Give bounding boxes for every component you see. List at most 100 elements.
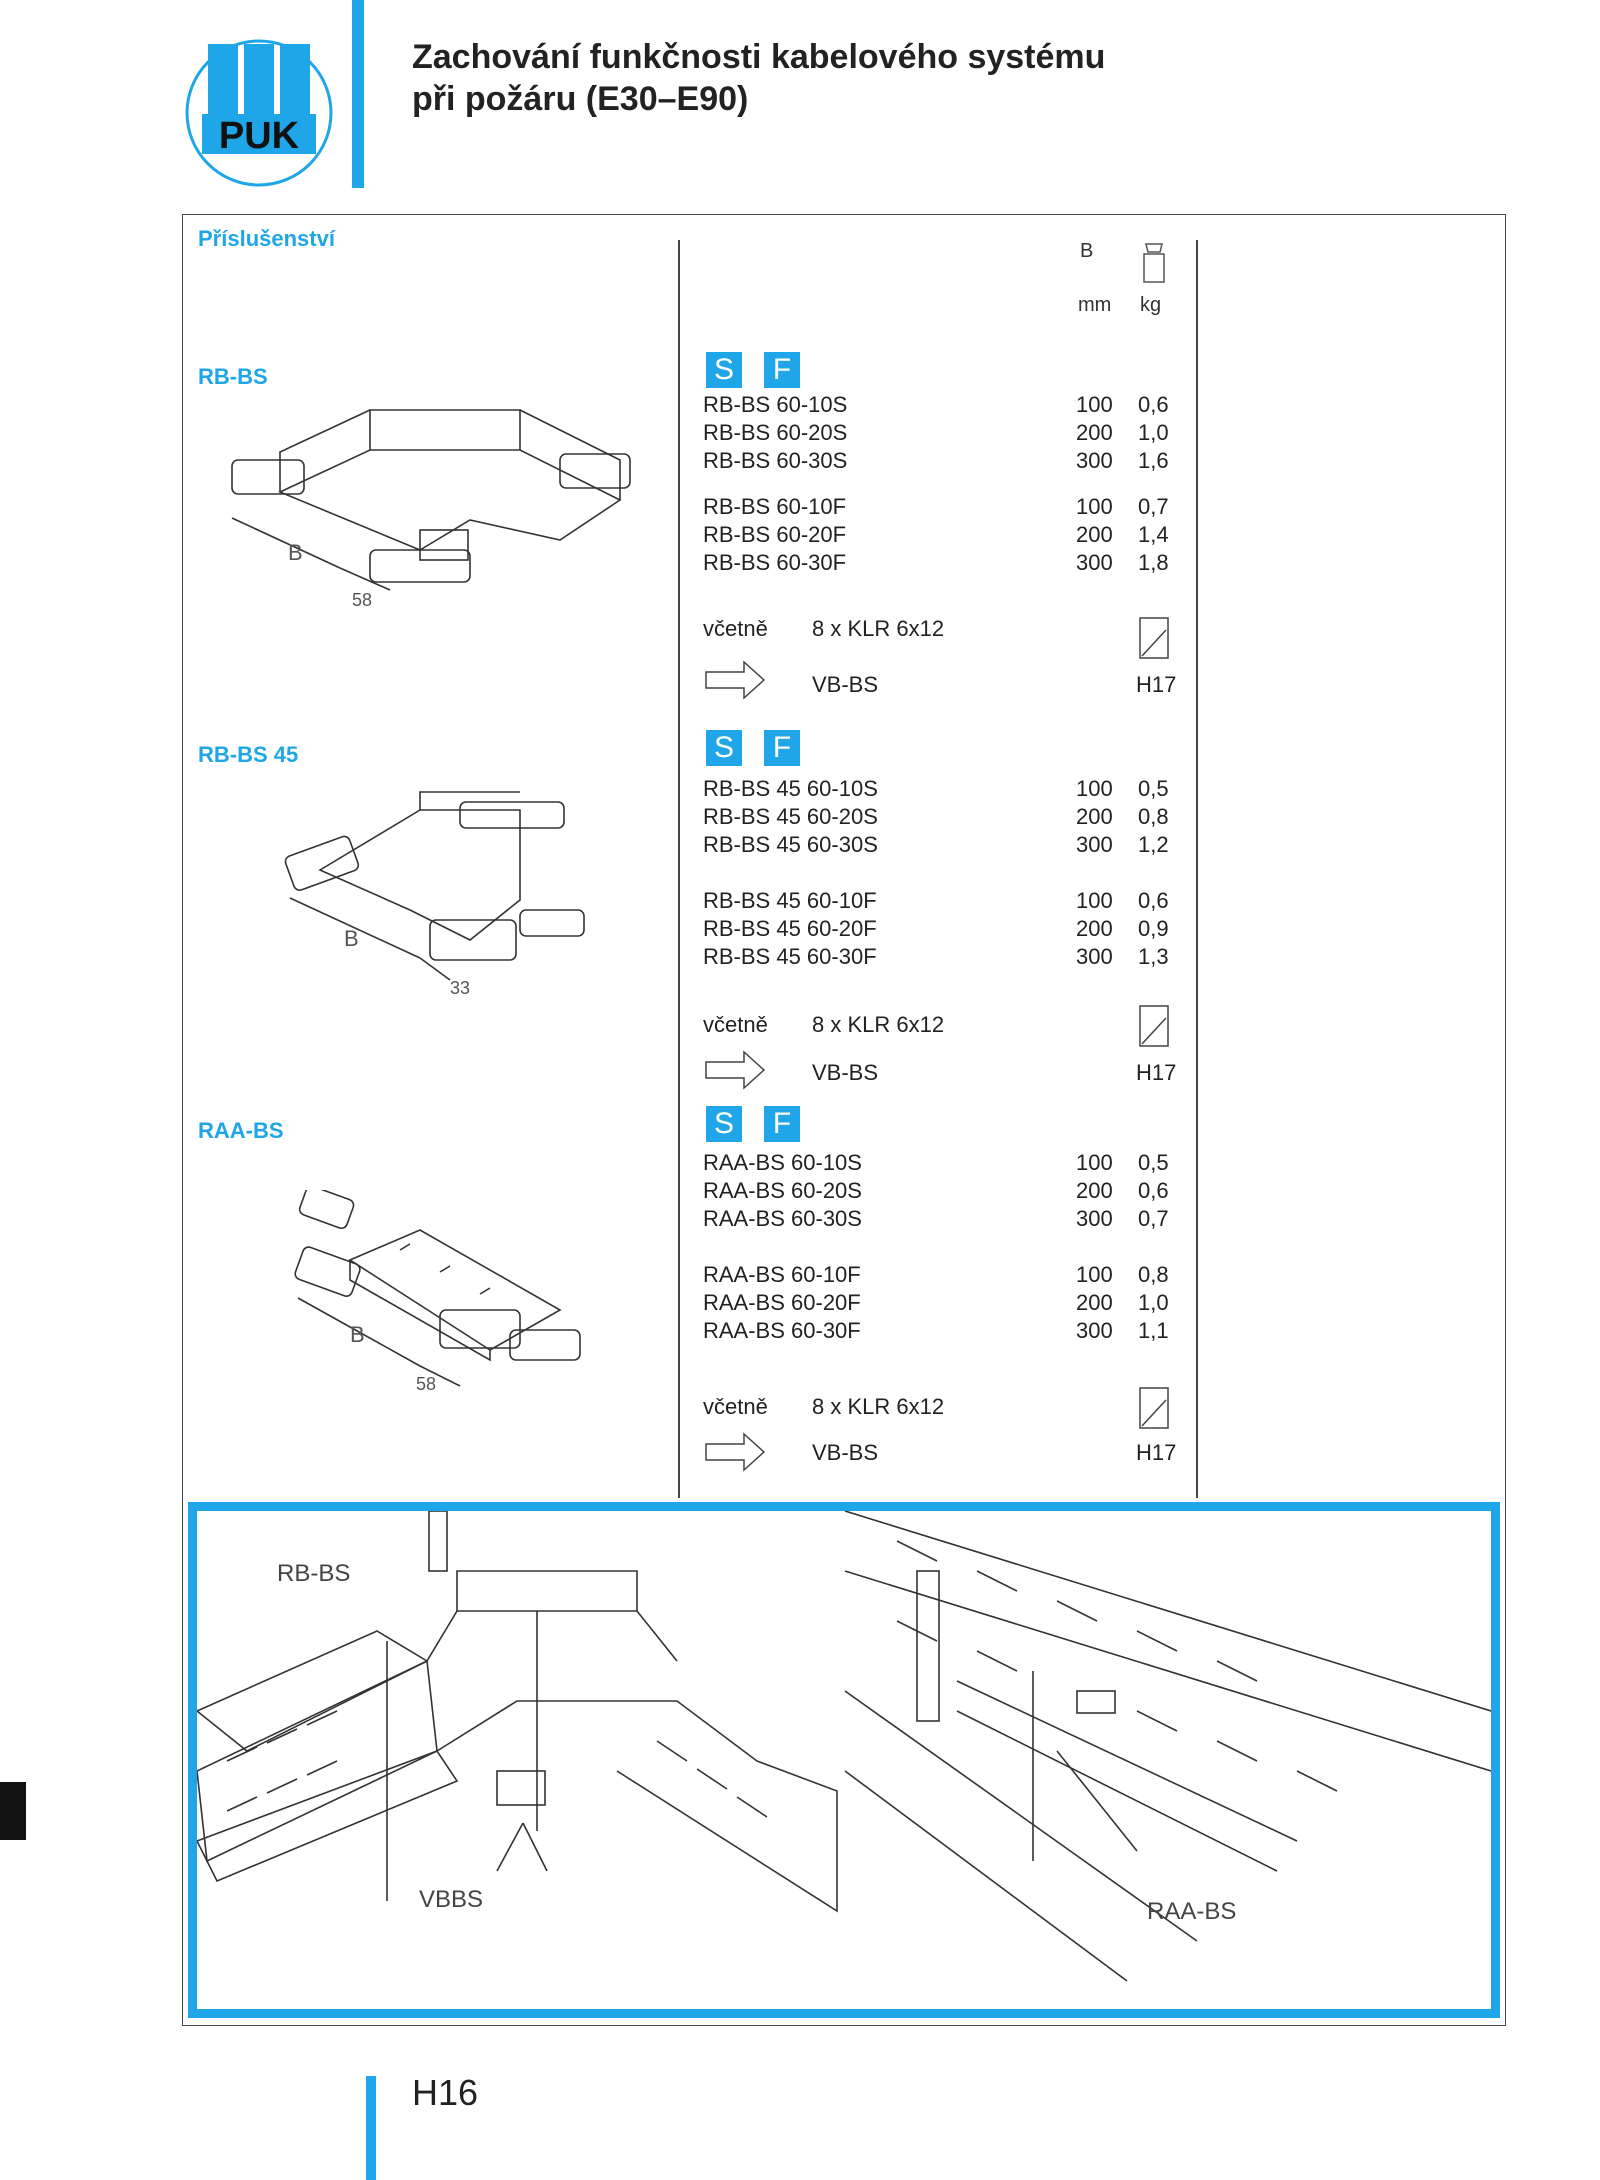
arrow-right-icon [705,1432,766,1472]
badge-s: S [706,1106,742,1142]
arrow-right-icon [705,1050,766,1090]
row-kg: 0,8 [1138,804,1169,829]
row-kg: 0,7 [1138,494,1169,519]
ref-page: H17 [1136,1440,1177,1465]
ref-code: VB-BS [812,672,879,697]
badge-s: S [706,352,742,388]
row-kg: 0,5 [1138,1150,1169,1175]
row-code: RAA-BS 60-10S [703,1150,862,1175]
page-title: Zachování funkčnosti kabelového systému … [412,36,1105,120]
row-b: 300 [1076,1318,1113,1343]
row-kg: 1,1 [1138,1318,1169,1343]
row-b: 200 [1076,916,1113,941]
product-name-rb-bs: RB-BS [198,364,268,389]
product-table-frame [182,214,1506,2026]
raa-bs-drawing: B 58 [294,1190,581,1394]
row-b: 100 [1076,888,1113,913]
row-kg: 0,7 [1138,1206,1169,1231]
including-value: 8 x KLR 6x12 [812,1012,945,1037]
row-code: RAA-BS 60-20F [703,1290,861,1315]
row-code: RAA-BS 60-30S [703,1206,862,1231]
svg-text:B: B [350,1322,365,1347]
svg-text:58: 58 [416,1374,436,1394]
row-kg: 1,8 [1138,550,1169,575]
arrow-right-icon [705,660,766,700]
row-kg: 0,6 [1138,888,1169,913]
badge-s: S [706,730,742,766]
row-code: RB-BS 60-10S [703,392,848,417]
row-kg: 1,2 [1138,832,1169,857]
section-title: Příslušenství [198,226,335,251]
page-ref-icon [1139,1387,1169,1429]
product-name-rb-bs-45: RB-BS 45 [198,742,299,767]
row-kg: 1,0 [1138,420,1169,445]
row-b: 100 [1076,776,1113,801]
row-code: RB-BS 45 60-30S [703,832,878,857]
row-b: 100 [1076,392,1113,417]
row-code: RB-BS 45 60-10S [703,776,878,801]
row-b: 200 [1076,420,1113,445]
row-b: 100 [1076,1150,1113,1175]
row-code: RAA-BS 60-30F [703,1318,861,1343]
rb-bs-45-drawing: B 33 [284,791,585,998]
row-code: RB-BS 60-30F [703,550,847,575]
ref-code: VB-BS [812,1440,879,1465]
product-name-raa-bs: RAA-BS [198,1118,284,1143]
label-vbbs: VBBS [419,1886,483,1913]
row-kg: 1,0 [1138,1290,1169,1315]
installation-illustration: RB-BS VBBS RAA-BS [188,1502,1500,2018]
page-number: H16 [412,2072,479,2113]
label-rb-bs: RB-BS [277,1560,350,1587]
row-code: RB-BS 60-20F [703,522,847,547]
page-ref-icon [1139,1005,1169,1047]
row-code: RB-BS 60-10F [703,494,847,519]
row-kg: 1,6 [1138,448,1169,473]
row-b: 300 [1076,550,1113,575]
svg-text:B: B [344,926,359,951]
title-line-1: Zachování funkčnosti kabelového systému [412,38,1106,76]
col-b-label: B [1080,240,1094,262]
page-ref-icon [1139,617,1169,659]
svg-text:58: 58 [352,590,372,610]
including-label: včetně [703,1394,768,1419]
label-raa-bs: RAA-BS [1147,1898,1236,1925]
including-label: včetně [703,1012,768,1037]
row-code: RAA-BS 60-20S [703,1178,862,1203]
row-code: RB-BS 60-20S [703,420,848,445]
column-divider-left [678,240,680,1498]
row-code: RB-BS 45 60-20S [703,804,878,829]
svg-text:33: 33 [450,978,470,998]
svg-text:B: B [288,540,303,565]
row-b: 200 [1076,1178,1113,1203]
row-kg: 0,6 [1138,392,1169,417]
badge-f: F [764,1106,800,1142]
row-b: 100 [1076,1262,1113,1287]
col-b-unit: mm [1078,294,1112,316]
row-kg: 0,8 [1138,1262,1169,1287]
col-kg-unit: kg [1140,294,1162,316]
rb-bs-drawing: B 58 [231,409,631,610]
row-b: 300 [1076,448,1113,473]
row-b: 100 [1076,494,1113,519]
section-tab-marker [0,1782,26,1840]
ref-page: H17 [1136,672,1177,697]
row-b: 300 [1076,1206,1113,1231]
including-value: 8 x KLR 6x12 [812,1394,945,1419]
row-code: RAA-BS 60-10F [703,1262,861,1287]
svg-text:PUK: PUK [219,115,300,157]
installation-drawing: RB-BS VBBS RAA-BS [197,1511,1491,1982]
title-line-2: při požáru (E30–E90) [412,80,749,118]
badge-f: F [764,730,800,766]
row-code: RB-BS 45 60-30F [703,944,877,969]
row-code: RB-BS 60-30S [703,448,848,473]
including-label: včetně [703,616,768,641]
row-b: 200 [1076,1290,1113,1315]
row-kg: 1,4 [1138,522,1169,547]
row-code: RB-BS 45 60-10F [703,888,877,913]
row-b: 300 [1076,944,1113,969]
row-b: 200 [1076,804,1113,829]
column-divider-right [1196,240,1198,1498]
puk-logo: PUK [185,39,333,187]
row-kg: 1,3 [1138,944,1169,969]
header-accent-bar [352,0,364,188]
